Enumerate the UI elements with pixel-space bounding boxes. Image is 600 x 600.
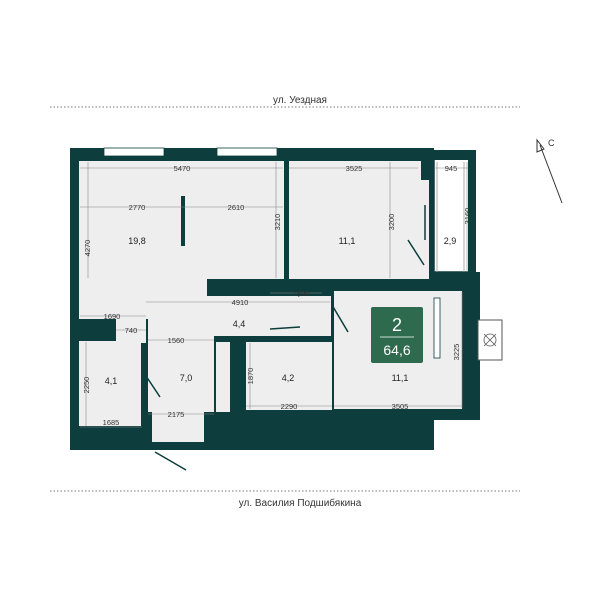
dim-1685: 1685: [103, 418, 120, 427]
area-balcony: 2,9: [444, 236, 457, 246]
door-toilet: [269, 326, 301, 330]
dim-3525: 3525: [346, 164, 363, 173]
area-hall: 4,4: [233, 319, 246, 329]
dim-1870: 1870: [246, 368, 255, 385]
window-3: [433, 297, 441, 359]
door-entrance: [154, 451, 187, 471]
badge-rooms: 2: [392, 315, 402, 335]
door-hall: [297, 284, 325, 297]
room-area-labels: 19,8 11,1 2,9 4,4 11,1 4,1 7,0 4,2: [105, 236, 457, 386]
area-toilet: 4,2: [282, 373, 295, 383]
area-bedroom: 11,1: [339, 236, 356, 246]
area-bath: 4,1: [105, 376, 118, 386]
dim-3505: 3505: [392, 402, 409, 411]
door-bath: [145, 375, 161, 398]
dim-4270: 4270: [83, 240, 92, 257]
room-bath-floor: [79, 341, 141, 426]
room-toilet-floor: [246, 342, 332, 410]
dim-5470: 5470: [174, 164, 191, 173]
dim-740: 740: [125, 326, 138, 335]
windows: [103, 147, 441, 359]
dim-3200: 3200: [387, 214, 396, 231]
dimension-labels: 5470 2770 2610 4270 3210 3525 3200 945 3…: [82, 164, 472, 427]
window-1: [103, 147, 165, 157]
area-kitchen: 11,1: [392, 373, 409, 383]
room-corridor-floor: [148, 336, 214, 412]
door-kitchen: [331, 304, 349, 333]
dim-2770: 2770: [129, 203, 146, 212]
dim-1560: 1560: [168, 336, 185, 345]
balcony: [433, 150, 476, 273]
street-label-bottom: ул. Василия Подшибякина: [239, 497, 362, 509]
dim-3160: 3160: [463, 208, 472, 225]
window-2: [216, 147, 278, 157]
badge-total-area: 64,6: [383, 342, 410, 358]
dim-1690: 1690: [104, 312, 121, 321]
floors: [79, 161, 462, 442]
door-bedroom: [407, 239, 425, 266]
street-label-top: ул. Уездная: [273, 95, 327, 106]
dim-1590: 1590: [293, 289, 310, 298]
svg-text:С: С: [548, 138, 555, 148]
dim-2610: 2610: [228, 203, 245, 212]
dim-2290: 2290: [281, 402, 298, 411]
dim-3225: 3225: [452, 344, 461, 361]
wardrobe: [181, 196, 185, 246]
room-hall-floor: [148, 296, 331, 336]
ventilation-icon: [477, 319, 503, 361]
dim-3210: 3210: [273, 214, 282, 231]
room-bedroom-floor: [289, 161, 421, 279]
dim-4910: 4910: [232, 298, 249, 307]
area-corridor: 7,0: [180, 373, 193, 383]
dim-945: 945: [445, 164, 458, 173]
dimension-lines: [80, 162, 468, 428]
compass-icon: С: [536, 138, 563, 204]
area-living: 19,8: [128, 236, 146, 246]
doors: [145, 205, 426, 471]
dim-2175: 2175: [168, 410, 185, 419]
apartment-badge: 2 64,6: [371, 307, 423, 363]
dim-2250: 2250: [82, 377, 91, 394]
